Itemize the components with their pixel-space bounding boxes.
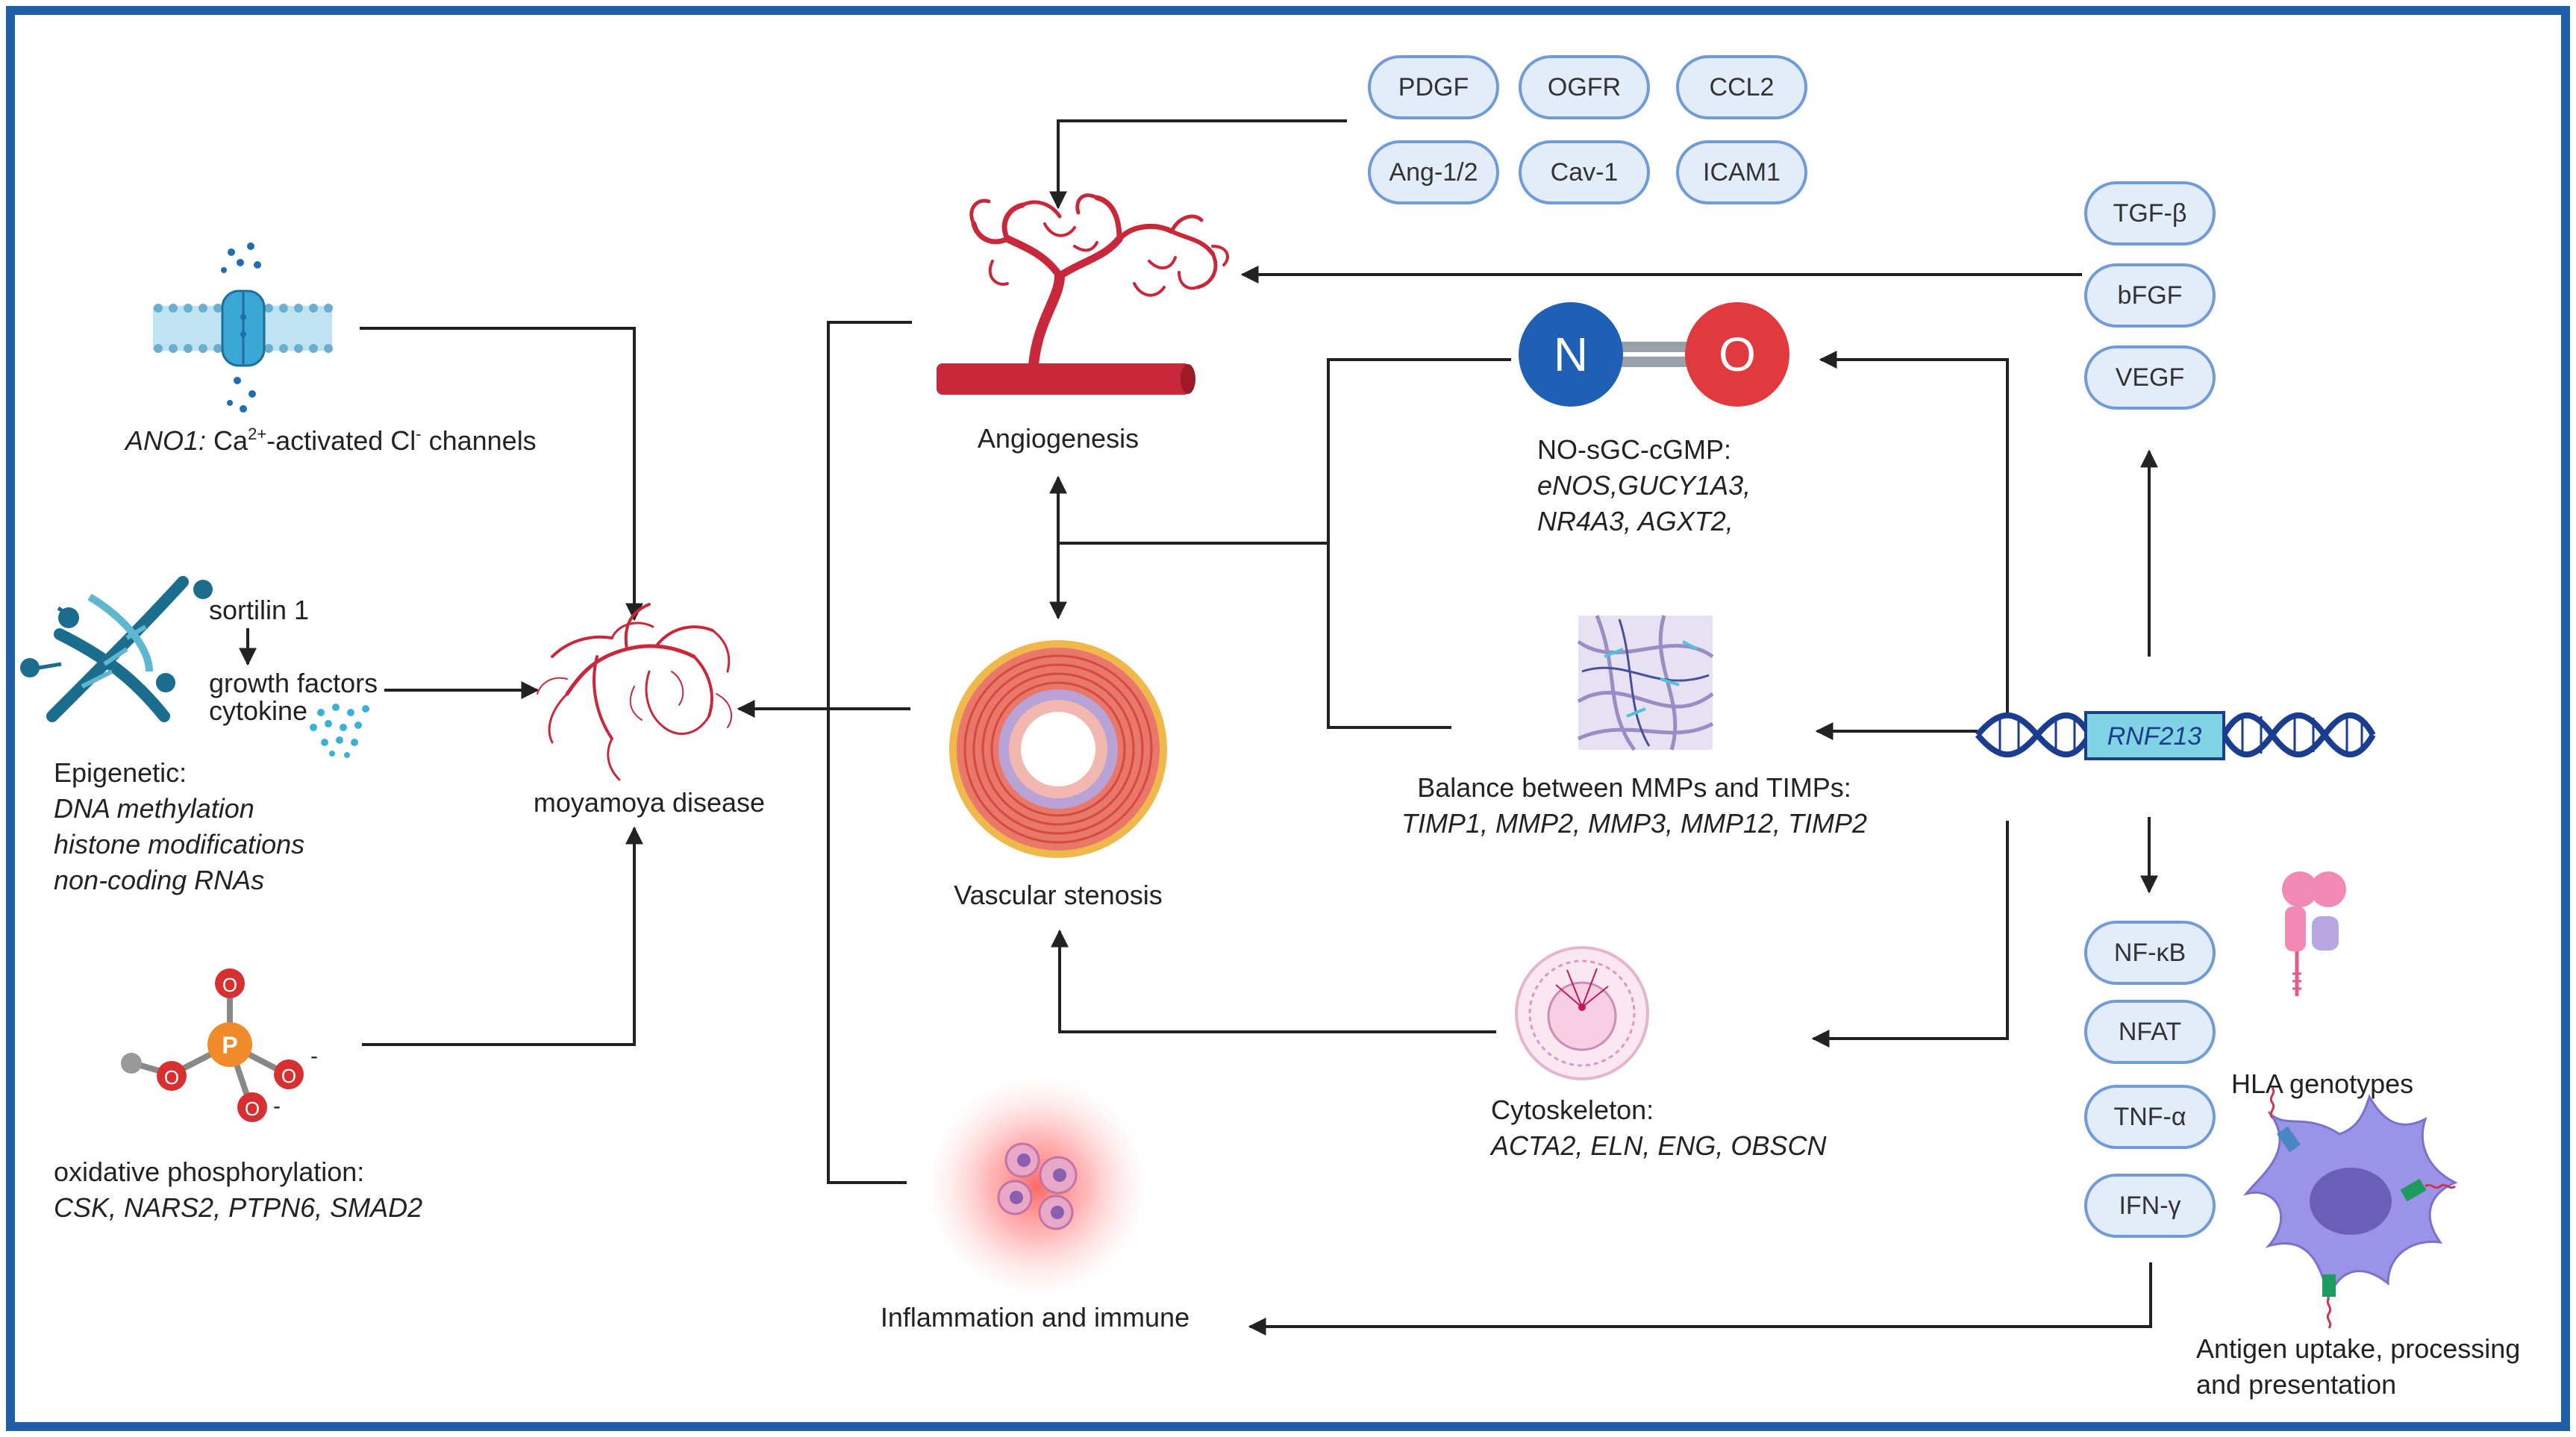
svg-text:TGF-β: TGF-β <box>2113 199 2187 228</box>
immune-factor-pills: NF-κB NFAT TNF-α IFN-γ <box>2084 921 2216 1238</box>
stenosis-label: Vascular stenosis <box>954 880 1162 910</box>
factor-pill: Ang-1/2 <box>1368 140 1499 204</box>
svg-text:O: O <box>1719 328 1756 381</box>
vascular-stenosis-icon <box>949 640 1167 858</box>
moyamoya-vessels-icon <box>537 603 732 781</box>
epigenetic-item: non-coding RNAs <box>54 865 264 895</box>
ano1-channel-icon <box>153 242 333 413</box>
no-pathway-genes: NR4A3, AGXT2, <box>1537 506 1734 536</box>
mmp-genes: TIMP1, MMP2, MMP3, MMP12, TIMP2 <box>1401 808 1867 839</box>
cytokine-dots-icon <box>310 704 369 758</box>
ano1-label: ANO1: Ca2+-activated Cl- channels <box>124 425 537 456</box>
svg-text:O: O <box>281 1065 296 1087</box>
inflammation-label: Inflammation and immune <box>881 1302 1189 1333</box>
factor-pill: TGF-β <box>2084 181 2216 245</box>
svg-text:-: - <box>273 1094 281 1118</box>
no-pathway-genes: eNOS,GUCY1A3, <box>1537 470 1751 501</box>
phosphate-molecule-icon: P O O O O - - <box>121 968 318 1122</box>
rnf213-gene-icon: RNF213 <box>1975 711 2376 760</box>
cyto-title: Cytoskeleton: <box>1491 1095 1654 1125</box>
growth-factor-pills: TGF-β bFGF VEGF <box>2084 181 2216 410</box>
svg-text:O: O <box>164 1066 179 1089</box>
hla-molecule-icon <box>2282 871 2346 996</box>
epigenetic-item: histone modifications <box>54 829 304 860</box>
factor-pill: CCL2 <box>1676 55 1807 119</box>
inflammation-cells-icon <box>925 1074 1149 1298</box>
svg-text:TNF-α: TNF-α <box>2113 1103 2186 1131</box>
factor-pill: ICAM1 <box>1676 140 1807 204</box>
factor-pill: NF-κB <box>2084 921 2216 985</box>
svg-text:ICAM1: ICAM1 <box>1703 158 1781 187</box>
factor-pill: PDGF <box>1368 55 1499 119</box>
growth-factors-label: growth factors <box>209 668 378 698</box>
angiogenesis-icon <box>937 193 1229 395</box>
angio-factor-pills: PDGF OGFR CCL2 Ang-1/2 Cav-1 ICAM1 <box>1368 55 1807 204</box>
factor-pill: OGFR <box>1519 55 1650 119</box>
connectors <box>360 119 2158 1336</box>
svg-text:P: P <box>222 1032 237 1059</box>
factor-pill: VEGF <box>2084 345 2216 410</box>
svg-text:CCL2: CCL2 <box>1710 73 1775 101</box>
oxphos-genes: CSK, NARS2, PTPN6, SMAD2 <box>54 1192 422 1223</box>
svg-text:RNF213: RNF213 <box>2107 722 2202 751</box>
epigenetic-title: Epigenetic: <box>54 757 187 788</box>
antigen-label: and presentation <box>2196 1369 2396 1400</box>
cyto-genes: ACTA2, ELN, ENG, OBSCN <box>1489 1130 1827 1161</box>
nitric-oxide-molecule-icon: N O <box>1519 302 1789 407</box>
svg-text:N: N <box>1554 328 1588 381</box>
svg-text:O: O <box>222 974 237 996</box>
moyamoya-label: moyamoya disease <box>534 787 765 818</box>
svg-text:VEGF: VEGF <box>2116 363 2185 392</box>
svg-text:Ang-1/2: Ang-1/2 <box>1389 158 1478 187</box>
extracellular-matrix-icon <box>1577 615 1714 751</box>
svg-text:-: - <box>310 1044 318 1068</box>
factor-pill: bFGF <box>2084 263 2216 328</box>
svg-text:bFGF: bFGF <box>2118 281 2183 310</box>
oxphos-title: oxidative phosphorylation: <box>54 1156 364 1187</box>
cytoskeleton-cell-icon <box>1515 946 1649 1080</box>
svg-text:PDGF: PDGF <box>1398 73 1469 101</box>
no-pathway-title: NO-sGC-cGMP: <box>1537 434 1731 465</box>
svg-text:OGFR: OGFR <box>1548 73 1621 101</box>
sortilin-label: sortilin 1 <box>209 595 309 625</box>
factor-pill: NFAT <box>2084 1000 2216 1064</box>
hla-label: HLA genotypes <box>2231 1068 2413 1099</box>
epigenetic-item: DNA methylation <box>54 793 254 824</box>
angiogenesis-label: Angiogenesis <box>978 423 1139 454</box>
mmp-title: Balance between MMPs and TIMPs: <box>1417 772 1851 803</box>
figure-frame <box>6 6 2570 1431</box>
factor-pill: Cav-1 <box>1519 140 1650 204</box>
svg-text:IFN-γ: IFN-γ <box>2119 1192 2180 1220</box>
dendritic-cell-icon <box>2243 1087 2458 1329</box>
antigen-label: Antigen uptake, processing <box>2196 1333 2520 1364</box>
svg-text:Cav-1: Cav-1 <box>1551 158 1619 187</box>
svg-text:NF-κB: NF-κB <box>2114 939 2186 967</box>
cytokine-label: cytokine <box>209 695 307 726</box>
factor-pill: IFN-γ <box>2084 1174 2216 1238</box>
svg-text:O: O <box>245 1098 260 1120</box>
dna-helix-icon <box>20 576 213 722</box>
svg-text:NFAT: NFAT <box>2119 1018 2181 1046</box>
factor-pill: TNF-α <box>2084 1085 2216 1149</box>
